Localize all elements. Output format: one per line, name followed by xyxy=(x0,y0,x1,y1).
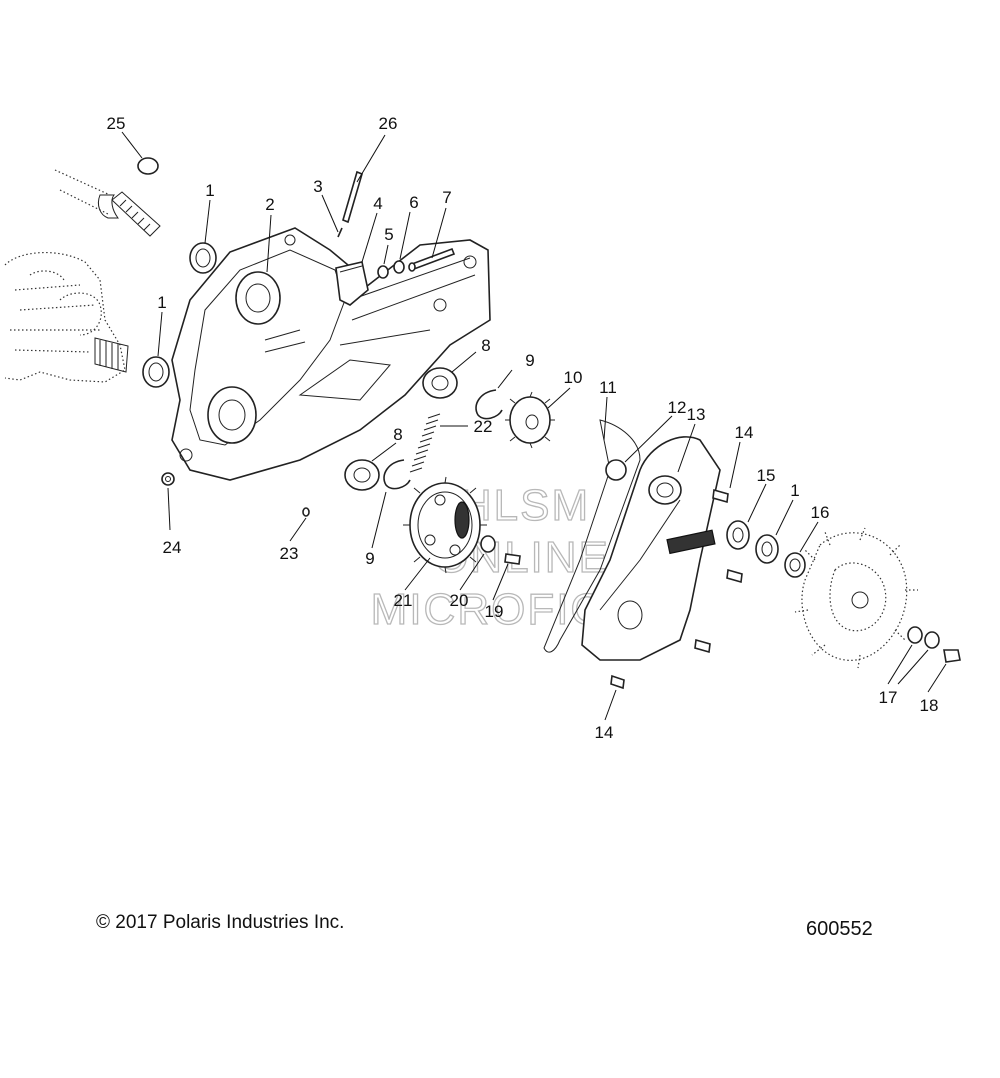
bolt-14-right xyxy=(694,638,711,654)
callout-1-lower: 1 xyxy=(157,293,166,312)
callout-4: 4 xyxy=(373,194,382,213)
callout-12: 12 xyxy=(668,398,687,417)
nut-6 xyxy=(393,260,405,274)
phantom-brake-disc xyxy=(794,527,918,669)
spacer-16 xyxy=(784,552,806,578)
phantom-engine xyxy=(4,252,129,383)
callout-25: 25 xyxy=(107,114,126,133)
callout-14-upper: 14 xyxy=(735,423,754,442)
sprocket-10 xyxy=(505,391,555,449)
callout-1-right: 1 xyxy=(790,481,799,500)
washer-17-b xyxy=(924,631,940,649)
seal-12 xyxy=(605,459,627,481)
chaincase-housing-2 xyxy=(171,227,491,481)
callout-14-lower: 14 xyxy=(595,723,614,742)
callout-2: 2 xyxy=(265,195,274,214)
bearing-15 xyxy=(726,520,750,550)
callout-22: 22 xyxy=(474,417,493,436)
callout-3: 3 xyxy=(313,177,322,196)
diagram-number: 600552 xyxy=(806,918,873,940)
callout-17: 17 xyxy=(879,688,898,707)
pin-3 xyxy=(337,227,343,238)
callout-10: 10 xyxy=(564,368,583,387)
sprocket-21 xyxy=(403,476,487,574)
bearing-8-upper xyxy=(422,367,458,399)
bolt-7 xyxy=(408,247,456,272)
washer-20 xyxy=(480,535,496,553)
callout-1-upper: 1 xyxy=(205,181,214,200)
callout-8-upper: 8 xyxy=(481,336,490,355)
bolt-19 xyxy=(504,553,521,565)
tensioner-block-4 xyxy=(335,261,369,306)
copyright-notice: © 2017 Polaris Industries Inc. xyxy=(96,912,345,933)
callout-8-lower: 8 xyxy=(393,425,402,444)
callout-15: 15 xyxy=(757,466,776,485)
bolt-14-mid xyxy=(726,568,743,584)
callout-9-upper: 9 xyxy=(525,351,534,370)
callout-6: 6 xyxy=(409,193,418,212)
callout-23: 23 xyxy=(280,544,299,563)
callout-26: 26 xyxy=(379,114,398,133)
callout-18: 18 xyxy=(920,696,939,715)
callout-13: 13 xyxy=(687,405,706,424)
snap-ring-9-upper xyxy=(475,389,503,420)
callout-11: 11 xyxy=(599,378,617,397)
snap-ring-9-lower xyxy=(383,459,411,490)
callout-5: 5 xyxy=(384,225,393,244)
callout-20: 20 xyxy=(450,591,469,610)
callout-19: 19 xyxy=(485,602,504,621)
rod-26 xyxy=(342,170,363,224)
bolt-14-lower xyxy=(610,674,625,690)
callout-21: 21 xyxy=(394,591,413,610)
chaincase-cover-13 xyxy=(581,436,721,661)
bolt-14-upper xyxy=(712,488,729,504)
nut-24 xyxy=(161,472,175,486)
o-ring-25 xyxy=(137,157,159,175)
seal-1-upper xyxy=(189,242,217,274)
seal-1-right xyxy=(755,534,779,564)
chain-11 xyxy=(543,419,641,653)
bearing-8-lower xyxy=(344,459,380,491)
bolt-18 xyxy=(943,649,961,663)
leader-lines xyxy=(121,131,947,721)
callout-24: 24 xyxy=(163,538,182,557)
callout-9-lower: 9 xyxy=(365,549,374,568)
seal-1-lower xyxy=(142,356,170,388)
spring-22 xyxy=(409,413,441,473)
watermark-line-1: HLSM xyxy=(460,481,590,530)
callout-16: 16 xyxy=(811,503,830,522)
pin-23 xyxy=(302,507,310,517)
washer-17-a xyxy=(907,626,923,644)
callout-labels: 25 26 1 2 3 4 5 6 7 1 8 9 10 11 12 13 14… xyxy=(107,114,939,742)
washer-5 xyxy=(377,265,389,279)
phantom-shaft xyxy=(54,169,161,237)
callout-7: 7 xyxy=(442,188,451,207)
